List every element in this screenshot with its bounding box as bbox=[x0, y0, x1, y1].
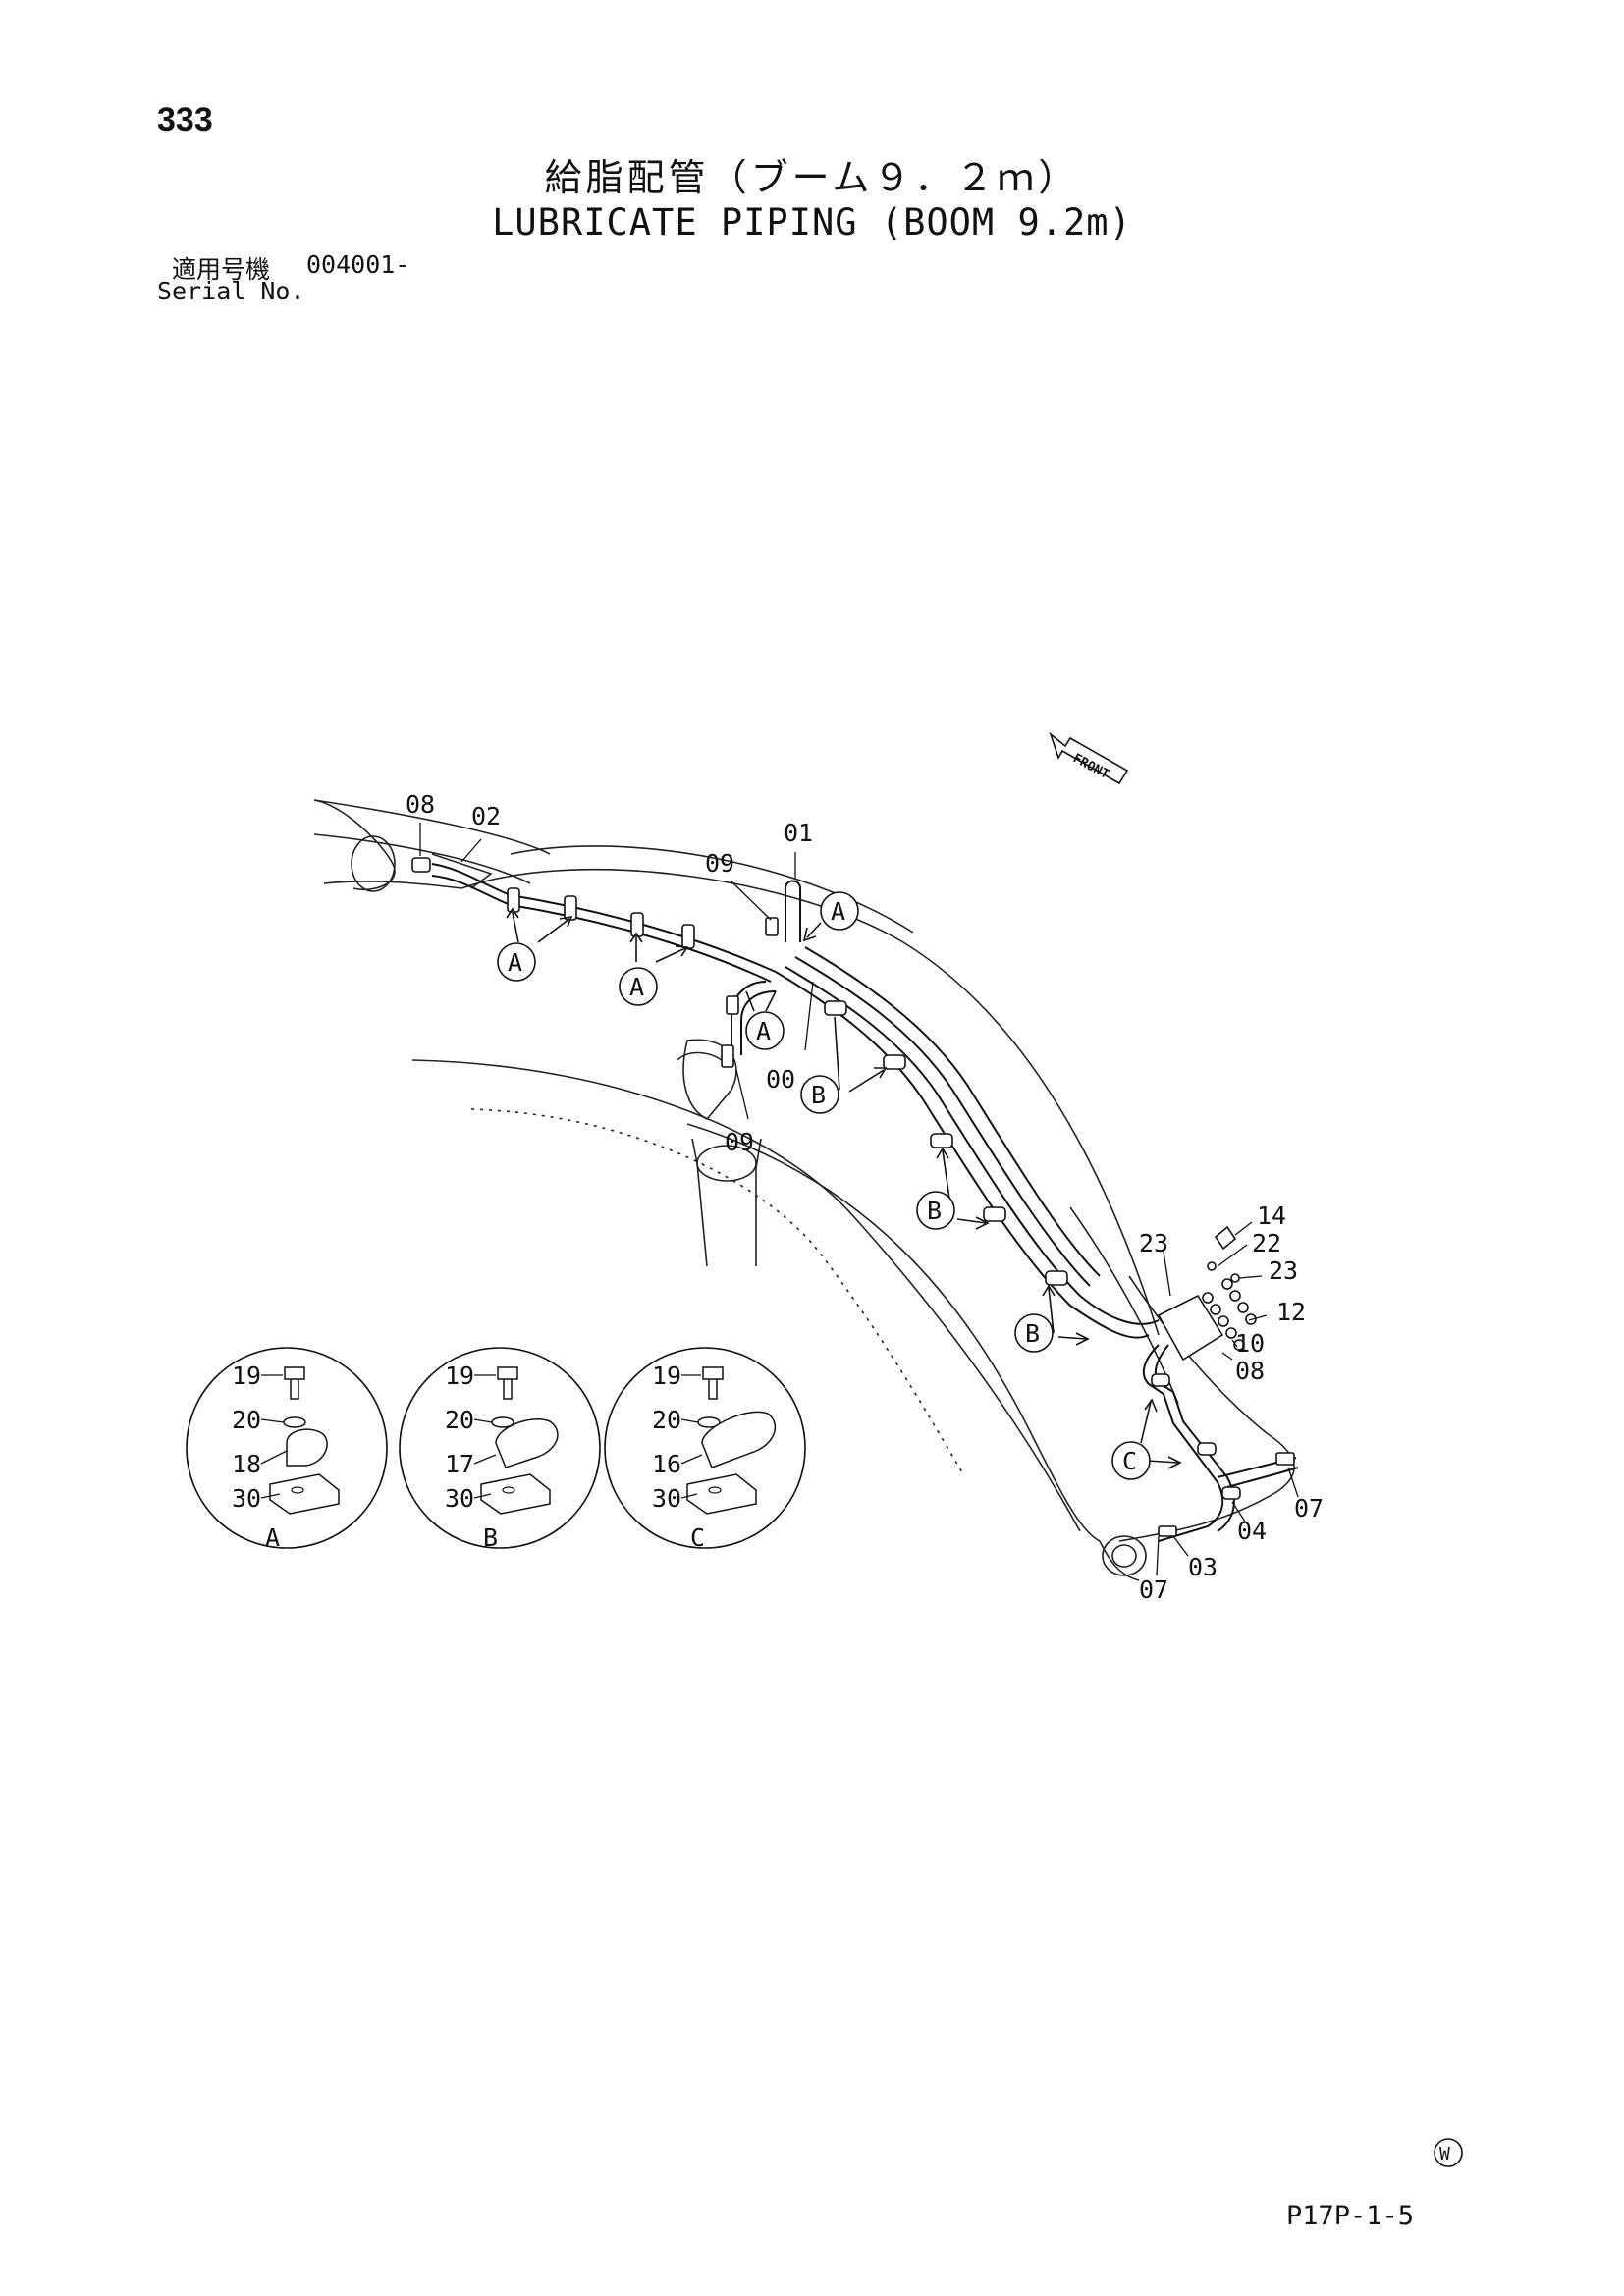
fittings bbox=[411, 857, 1295, 1537]
front-arrow: FRONT bbox=[1049, 731, 1129, 785]
part-label: 22 bbox=[1252, 1229, 1281, 1257]
detail-bolt-label: 19 bbox=[652, 1362, 681, 1390]
detail-bolt-label: 19 bbox=[445, 1362, 474, 1390]
part-label: 08 bbox=[406, 790, 435, 819]
detail-c: 19 20 16 30 C bbox=[604, 1347, 806, 1552]
callout-b: B bbox=[800, 1075, 839, 1114]
title-english: LUBRICATE PIPING (BOOM 9.2m) bbox=[492, 201, 1132, 243]
detail-name: A bbox=[265, 1523, 280, 1552]
part-label: 23 bbox=[1269, 1256, 1298, 1285]
detail-washer-label: 20 bbox=[652, 1406, 681, 1434]
detail-b: 19 20 17 30 B bbox=[399, 1347, 601, 1552]
callout-a: A bbox=[745, 1011, 785, 1050]
page-number: 333 bbox=[157, 101, 213, 138]
boom-outline bbox=[313, 799, 1295, 1581]
callout-b: B bbox=[1014, 1313, 1054, 1353]
part-label: 07 bbox=[1139, 1575, 1168, 1604]
part-label: 12 bbox=[1276, 1298, 1306, 1326]
svg-text:C: C bbox=[1122, 1447, 1137, 1475]
serial-label-japanese: 適用号機 bbox=[172, 255, 271, 284]
detail-plate-label: 30 bbox=[232, 1484, 261, 1513]
pipe-clamps bbox=[507, 887, 1241, 1500]
part-label: 09 bbox=[725, 1128, 754, 1156]
detail-plate-label: 30 bbox=[445, 1484, 474, 1513]
callout-a: A bbox=[820, 891, 859, 931]
title-japanese: 給脂配管（ブーム９．２ｍ） bbox=[544, 156, 1080, 199]
part-label: 03 bbox=[1188, 1553, 1218, 1581]
part-label: 14 bbox=[1257, 1201, 1286, 1230]
part-label: 01 bbox=[784, 819, 813, 847]
svg-text:B: B bbox=[1025, 1319, 1040, 1348]
part-label: 04 bbox=[1237, 1517, 1267, 1545]
detail-clamp-label: 17 bbox=[445, 1450, 474, 1478]
svg-text:B: B bbox=[927, 1197, 942, 1225]
detail-clamp-label: 18 bbox=[232, 1450, 261, 1478]
part-label: 07 bbox=[1294, 1494, 1324, 1522]
detail-a: 19 20 18 30 A bbox=[186, 1347, 388, 1552]
part-label: 23 bbox=[1139, 1229, 1168, 1257]
leader-lines bbox=[419, 823, 1299, 1576]
detail-washer-label: 20 bbox=[445, 1406, 474, 1434]
callout-b: B bbox=[916, 1191, 955, 1230]
part-label: 08 bbox=[1235, 1357, 1265, 1385]
callout-a: A bbox=[497, 942, 536, 982]
detail-name: C bbox=[690, 1523, 705, 1552]
svg-text:A: A bbox=[756, 1017, 771, 1045]
distributor-block bbox=[1157, 1225, 1257, 1362]
serial-number: 004001- bbox=[306, 250, 410, 279]
callout-c: C bbox=[1111, 1441, 1151, 1480]
detail-bolt-label: 19 bbox=[232, 1362, 261, 1390]
callout-arrows bbox=[506, 907, 1182, 1469]
part-label: 00 bbox=[766, 1065, 795, 1094]
part-label: 02 bbox=[471, 802, 501, 830]
detail-plate-label: 30 bbox=[652, 1484, 681, 1513]
watermark-w-icon: W bbox=[1434, 2138, 1463, 2167]
svg-text:A: A bbox=[629, 973, 644, 1001]
part-numbers: 08 02 01 09 00 09 14 22 23 23 12 10 08 0… bbox=[406, 790, 1324, 1604]
detail-name: B bbox=[483, 1523, 498, 1552]
svg-text:W: W bbox=[1439, 2144, 1450, 2164]
callout-a: A bbox=[619, 967, 658, 1006]
svg-text:A: A bbox=[831, 897, 845, 926]
detail-clamp-label: 16 bbox=[652, 1450, 681, 1478]
part-label: 09 bbox=[705, 849, 734, 878]
svg-text:A: A bbox=[508, 948, 522, 977]
callout-circles: A A A A B B B C bbox=[497, 891, 1151, 1480]
part-label: 10 bbox=[1235, 1329, 1265, 1358]
serial-label-english: Serial No. bbox=[157, 277, 305, 305]
detail-washer-label: 20 bbox=[232, 1406, 261, 1434]
pipe-lines bbox=[431, 863, 1299, 1542]
svg-text:B: B bbox=[811, 1081, 826, 1109]
page-code: P17P-1-5 bbox=[1286, 2201, 1415, 2231]
